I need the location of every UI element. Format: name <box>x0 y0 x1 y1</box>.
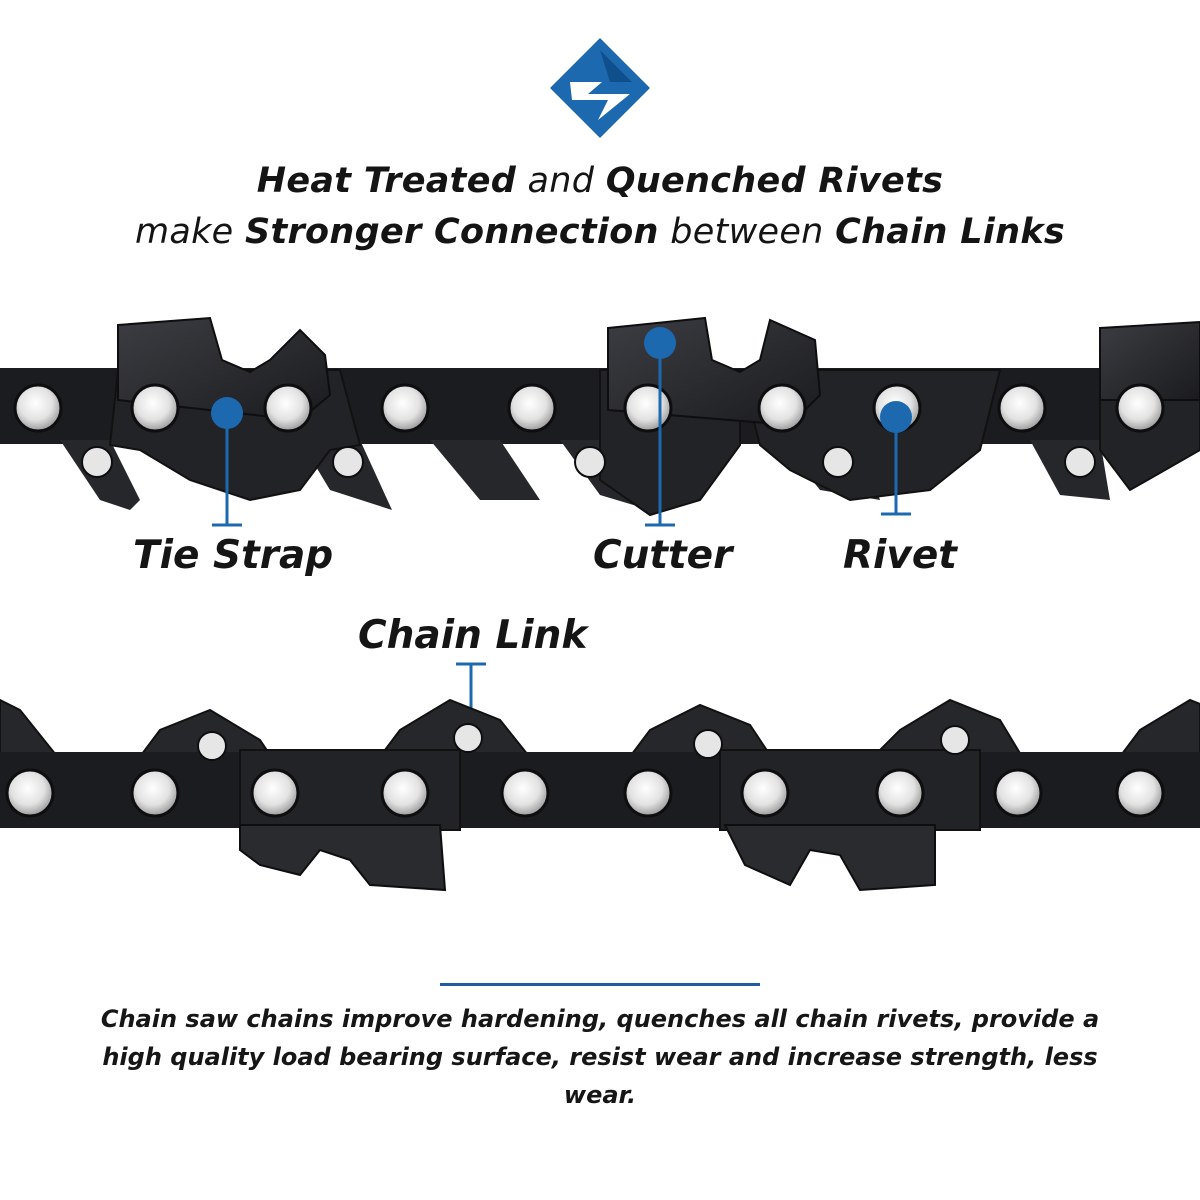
saw-chain-bottom <box>0 680 1200 920</box>
cutter-marker <box>644 327 676 527</box>
headline-line-1: Heat Treated and Quenched Rivets <box>0 155 1200 207</box>
headline-regular: and <box>516 161 606 201</box>
cutter-label: Cutter <box>593 533 733 578</box>
lightning-diamond-icon <box>550 38 650 138</box>
chain-link-label: Chain Link <box>358 613 588 658</box>
headline-bold: Heat Treated <box>256 161 517 201</box>
headline-bold: Stronger Connection <box>244 212 659 252</box>
headline-bold: Chain Links <box>835 212 1066 252</box>
chain-illustration-bottom <box>0 698 1200 892</box>
brand-logo <box>548 36 652 140</box>
rivet-label: Rivet <box>843 533 957 578</box>
rivet-marker <box>880 401 912 516</box>
section-divider <box>440 983 760 986</box>
description-text: Chain saw chains improve hardening, quen… <box>100 1005 1100 1109</box>
tie-strap-label: Tie Strap <box>133 533 334 578</box>
tie-strap-marker <box>211 397 243 527</box>
headline-regular: make <box>134 212 245 252</box>
headline-bold: Quenched Rivets <box>605 161 944 201</box>
headline-regular: between <box>658 212 836 252</box>
headline-line-2: make Stronger Connection between Chain L… <box>0 206 1200 258</box>
